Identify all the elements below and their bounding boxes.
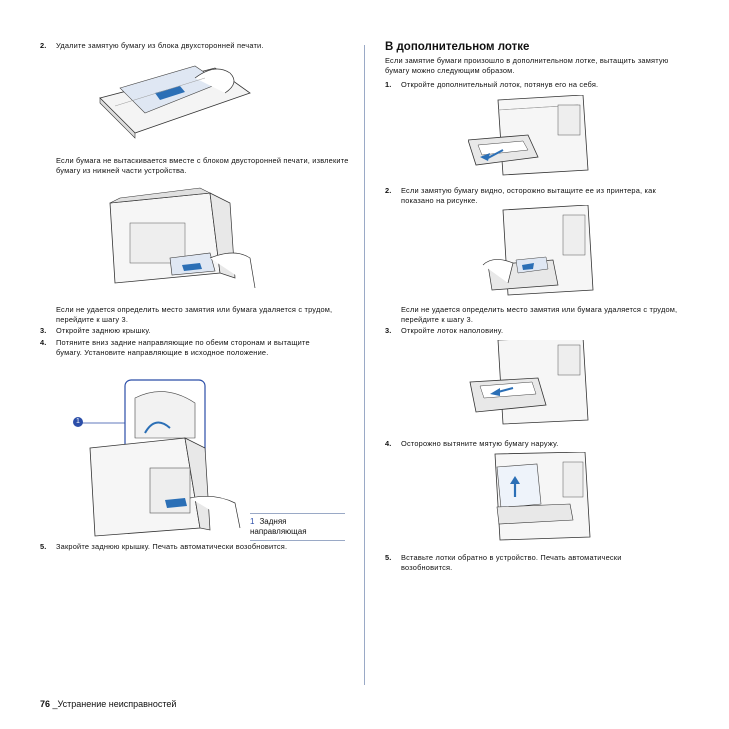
step-text: Закройте заднюю крышку. Печать автоматич…: [56, 542, 288, 551]
page-footer: 76 _Устранение неисправностей: [40, 699, 176, 709]
step-text: Вставьте лотки обратно в устройство. Печ…: [401, 553, 622, 572]
right-step-2: 2. Если замятую бумагу видно, осторожно …: [385, 186, 690, 206]
right-step-3: 3. Откройте лоток наполовину.: [385, 326, 690, 336]
step-number: 4.: [40, 338, 47, 347]
step-number: 2.: [385, 186, 392, 195]
step-number: 5.: [385, 553, 392, 562]
step-number: 3.: [40, 326, 47, 335]
section-heading: В дополнительном лотке: [385, 41, 530, 53]
left-para-1: Если бумага не вытаскивается вместе с бл…: [56, 156, 349, 175]
step-number: 2.: [40, 41, 47, 50]
legend-text: Задняя направляющая: [250, 517, 307, 536]
left-para-2: Если не удается определить место замятия…: [56, 305, 333, 324]
step-number: 1.: [385, 80, 392, 89]
step-number: 3.: [385, 326, 392, 335]
right-step-5: 5. Вставьте лотки обратно в устройство. …: [385, 553, 675, 573]
left-step-2: 2. Удалите замятую бумагу из блока двухс…: [40, 41, 350, 51]
step-text: Откройте лоток наполовину.: [401, 326, 504, 335]
right-intro: Если замятие бумаги произошло в дополнит…: [385, 56, 669, 75]
tray-paper-removal-illustration: [478, 205, 598, 297]
rear-guide-illustration: [75, 378, 250, 538]
paper-pull-out-illustration: [475, 452, 595, 542]
step-number: 4.: [385, 439, 392, 448]
printer-bottom-illustration: [100, 183, 260, 298]
left-step-3: 3. Откройте заднюю крышку.: [40, 326, 350, 336]
step-text: Потяните вниз задние направляющие по обе…: [56, 338, 310, 357]
column-divider: [364, 45, 365, 685]
page-number: 76: [40, 699, 51, 709]
tray-open-illustration: [468, 95, 593, 180]
step-text: Откройте дополнительный лоток, потянув е…: [401, 80, 599, 89]
step-text: Удалите замятую бумагу из блока двухстор…: [56, 41, 264, 50]
right-step-1: 1. Откройте дополнительный лоток, потяну…: [385, 80, 690, 90]
duplex-unit-illustration: [95, 58, 255, 143]
callout-marker-1: 1: [73, 417, 83, 427]
step-text: Если замятую бумагу видно, осторожно выт…: [401, 186, 656, 205]
left-step-4: 4. Потяните вниз задние направляющие по …: [40, 338, 325, 358]
step-text: Осторожно вытяните мятую бумагу наружу.: [401, 439, 559, 448]
footer-title: _Устранение неисправностей: [52, 699, 177, 709]
step-text: Откройте заднюю крышку.: [56, 326, 151, 335]
step-number: 5.: [40, 542, 47, 551]
right-para: Если не удается определить место замятия…: [401, 305, 678, 324]
left-step-5: 5. Закройте заднюю крышку. Печать автома…: [40, 542, 350, 552]
right-step-4: 4. Осторожно вытяните мятую бумагу наруж…: [385, 439, 690, 449]
legend-number: 1: [250, 517, 255, 526]
tray-half-open-illustration: [468, 340, 593, 425]
